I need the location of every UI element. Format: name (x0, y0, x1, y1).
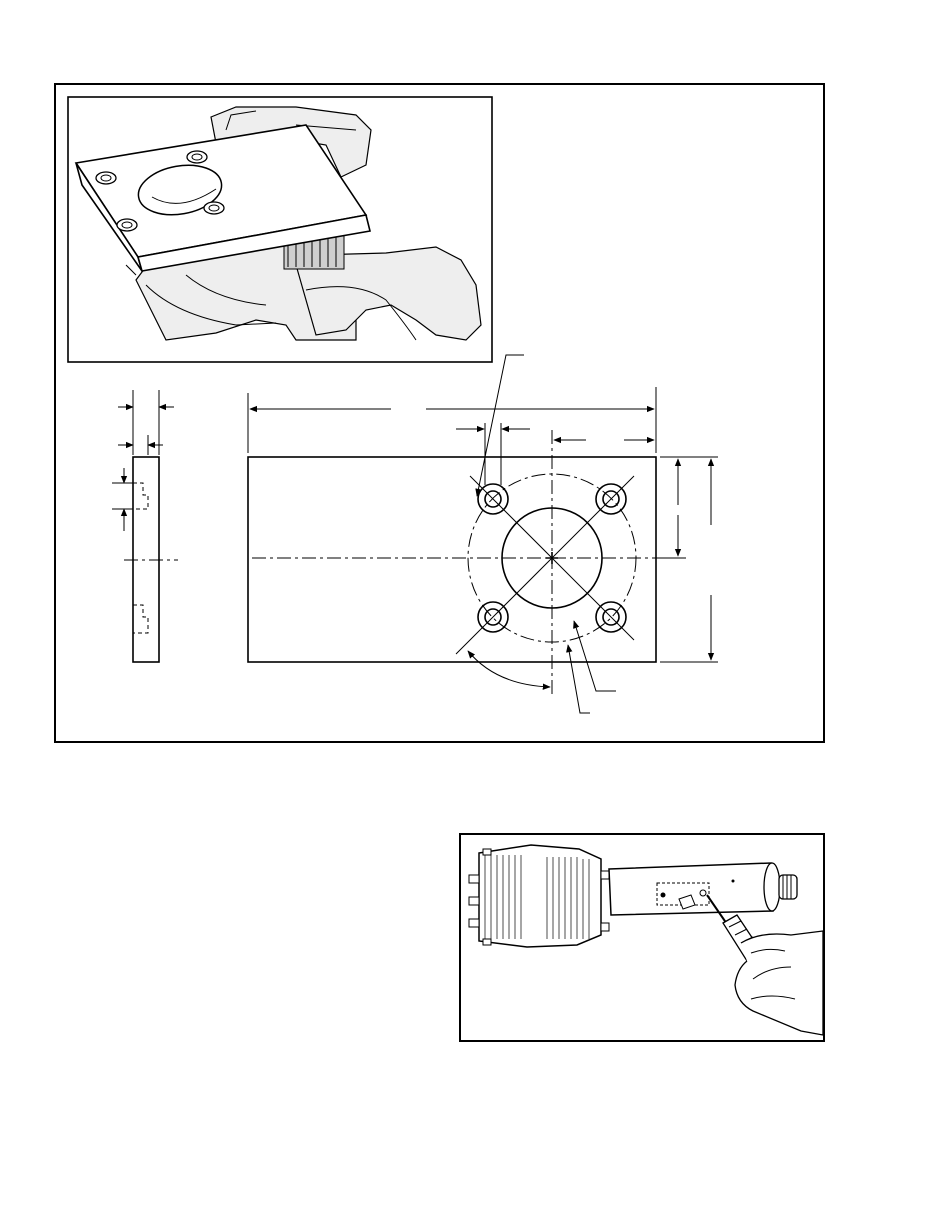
bolt-hole (595, 483, 627, 515)
mounting-plate-drawing (67, 96, 718, 714)
vise-icon (125, 106, 482, 341)
front-view (247, 354, 718, 714)
inset-illustration (67, 96, 493, 363)
hand-icon (734, 930, 823, 1036)
side-view (112, 390, 178, 663)
bolt-hole (477, 601, 509, 633)
figure-pump-adjustment (459, 833, 825, 1042)
pump-adjustment-illustration (468, 844, 823, 1036)
bolt-hole (477, 483, 509, 515)
figure-mounting-plate-drawing (54, 83, 825, 743)
plate-3d-icon (74, 124, 371, 272)
inset-frame (67, 96, 493, 363)
pump-icon (468, 844, 798, 948)
bolt-hole (595, 601, 627, 633)
